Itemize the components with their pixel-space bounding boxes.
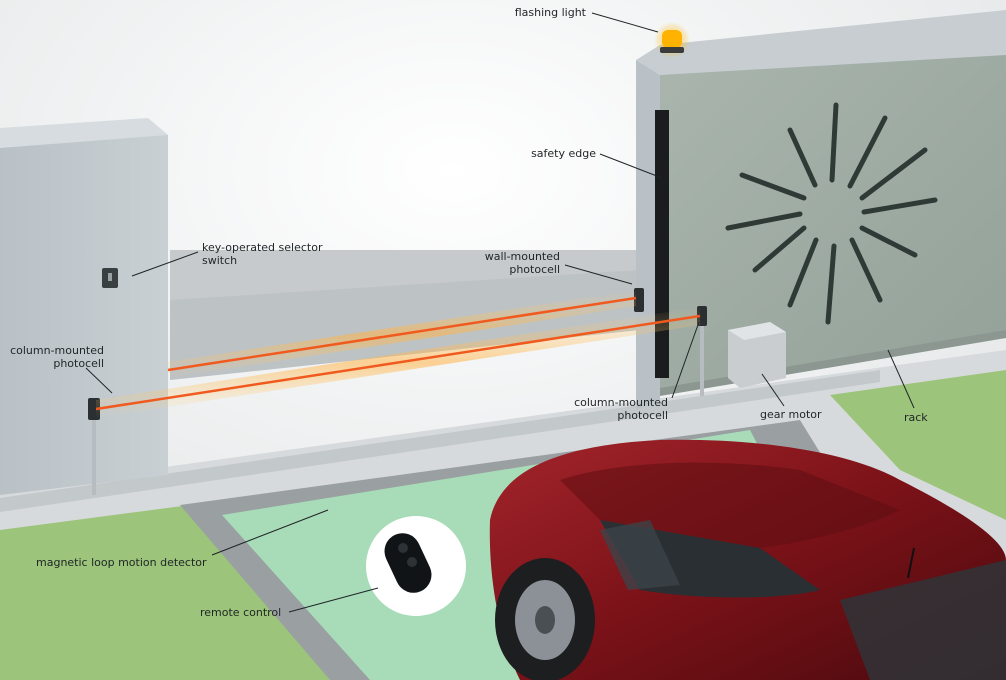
sun-pattern: [725, 102, 938, 325]
car-side-window: [600, 520, 680, 590]
label-key-selector-line2: switch: [202, 254, 238, 267]
label-flashing-light-text: flashing light: [514, 6, 586, 19]
flashing-light: [662, 30, 682, 48]
label-remote-control-text: remote control: [200, 606, 282, 619]
car-antenna: [907, 547, 915, 579]
label-gear-motor-text: gear motor: [760, 408, 822, 421]
wall-photocell-device: [634, 288, 644, 312]
left-pillar-top: [0, 118, 168, 148]
car-hub: [535, 606, 555, 634]
label-col-photocell-left: column-mounted photocell: [8, 344, 104, 370]
label-col-photocell-right: column-mounted photocell: [562, 396, 668, 422]
flashing-light-base: [660, 47, 684, 53]
key-slot: [108, 273, 112, 281]
remote-button-1: [398, 543, 408, 553]
gate-pillar-top: [636, 10, 1006, 75]
safety-edge: [655, 110, 669, 378]
leader-lines: [85, 12, 915, 613]
label-safety-edge-text: safety edge: [531, 147, 596, 160]
right-column-post: [700, 306, 704, 396]
leader-flashing-light: [591, 12, 659, 33]
leader-gear-motor: [761, 373, 785, 407]
label-flashing-light: flashing light: [482, 6, 586, 19]
left-pillar: [0, 120, 168, 495]
grass-left: [0, 505, 330, 680]
label-wall-photocell-line2: photocell: [509, 263, 560, 276]
grass-right: [830, 370, 1006, 520]
label-magnetic-loop-text: magnetic loop motion detector: [36, 556, 207, 569]
gear-motor-top: [728, 322, 786, 340]
leader-wall-photocell: [564, 264, 633, 285]
car: [489, 439, 1006, 680]
sliding-gate-panel: [660, 55, 1006, 390]
leader-rack: [887, 349, 915, 409]
leader-safety-edge: [599, 153, 663, 179]
label-gear-motor: gear motor: [760, 408, 822, 421]
label-rack-text: rack: [904, 411, 928, 424]
left-column-post: [92, 410, 96, 495]
label-col-photocell-right-line1: column-mounted: [574, 396, 668, 409]
leader-magnetic-loop: [211, 509, 329, 556]
label-wall-photocell-line1: wall-mounted: [484, 250, 560, 263]
label-col-photocell-left-line2: photocell: [53, 357, 104, 370]
leader-col-photocell-right: [671, 321, 700, 399]
car-rear-window: [840, 560, 1006, 680]
label-safety-edge: safety edge: [496, 147, 596, 160]
label-col-photocell-right-line2: photocell: [617, 409, 668, 422]
label-wall-photocell: wall-mounted photocell: [460, 250, 560, 276]
label-remote-control: remote control: [200, 606, 281, 619]
curb: [0, 370, 880, 512]
leader-col-photocell-left: [85, 367, 113, 394]
photocell-beams: [95, 290, 701, 418]
leader-key-selector: [131, 251, 199, 277]
remote-button-2: [407, 557, 417, 567]
label-col-photocell-left-line1: column-mounted: [10, 344, 104, 357]
label-key-selector-line1: key-operated selector: [202, 241, 323, 254]
label-rack: rack: [904, 411, 928, 424]
leader-remote-control: [288, 587, 379, 613]
label-key-selector: key-operated selector switch: [202, 241, 322, 267]
label-magnetic-loop: magnetic loop motion detector: [36, 556, 207, 569]
